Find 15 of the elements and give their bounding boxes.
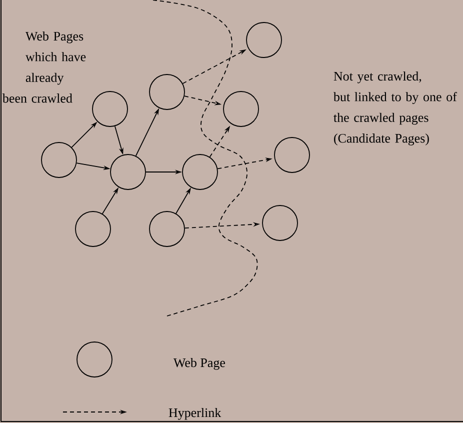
circle [149, 74, 185, 110]
circle [92, 91, 128, 127]
circle [75, 211, 111, 247]
note-text: Web Pages which have already been crawled [2, 31, 86, 103]
circle [182, 154, 218, 190]
circle [223, 91, 259, 127]
circle [149, 211, 185, 247]
circle [274, 137, 310, 173]
circle [262, 205, 298, 241]
circle [41, 142, 77, 178]
circle [246, 22, 282, 58]
circle [110, 154, 146, 190]
note-text: Not yet crawled, but linked to by one of the crawled pages (Candidate Pages) [333, 71, 457, 146]
legend-label: Hyperlink [168, 408, 222, 420]
legend-label: Web Page [173, 358, 225, 370]
